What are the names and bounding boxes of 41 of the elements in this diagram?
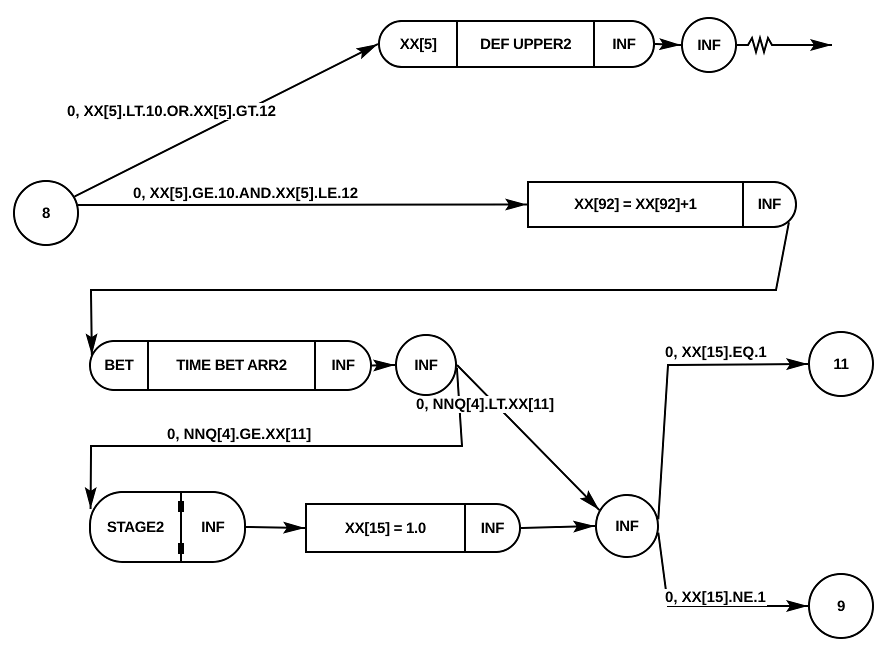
- arrow: [654, 38, 682, 50]
- arrow: [74, 43, 378, 198]
- arrow: [737, 34, 832, 56]
- node-text: INF: [480, 520, 504, 536]
- node-text: DEF UPPER2: [480, 36, 572, 52]
- activity-node: [378, 20, 655, 68]
- node-text: TIME BET ARR2: [176, 357, 287, 374]
- edge-label: 0, NNQ[4].LT.XX[11]: [415, 396, 556, 413]
- assignment-node: [527, 181, 797, 228]
- arrow: [456, 364, 600, 511]
- node-text: STAGE2: [106, 518, 164, 536]
- node-text: XX[92] = XX[92]+1: [574, 196, 697, 213]
- edge-label: 0, XX[15].NE.1: [664, 589, 767, 606]
- activity-node: [89, 491, 246, 563]
- arrow: [372, 359, 396, 372]
- node-text: INF: [201, 518, 224, 536]
- arrow: [657, 532, 808, 612]
- node-text: INF: [758, 196, 782, 213]
- arrow: [657, 358, 808, 520]
- edge-label: 0, XX[5].LT.10.OR.XX[5].GT.12: [66, 103, 277, 120]
- node-text: INF: [697, 36, 721, 54]
- edge-label: 0, NNQ[4].GE.XX[11]: [166, 426, 312, 443]
- node-text: INF: [331, 357, 355, 374]
- node-text: INF: [615, 518, 639, 534]
- edge-label: 0, XX[15].EQ.1: [664, 344, 768, 361]
- arrow: [246, 522, 306, 534]
- node-text: 8: [42, 204, 50, 222]
- node-text: 11: [833, 356, 849, 372]
- arrow: [86, 222, 790, 356]
- edge-label: 0, XX[5].GE.10.AND.XX[5].LE.12: [132, 185, 360, 202]
- arrow: [78, 198, 527, 211]
- node-text: 9: [836, 598, 846, 614]
- activity-node: [89, 340, 372, 391]
- node-text: INF: [612, 36, 636, 52]
- node-text: XX[15] = 1.0: [344, 520, 426, 536]
- node-text: BET: [104, 357, 134, 374]
- assignment-node: [305, 503, 521, 553]
- node-text: XX[5]: [400, 36, 437, 52]
- arrow: [520, 520, 596, 533]
- arrow: [84, 368, 464, 509]
- node-text: INF: [414, 356, 438, 374]
